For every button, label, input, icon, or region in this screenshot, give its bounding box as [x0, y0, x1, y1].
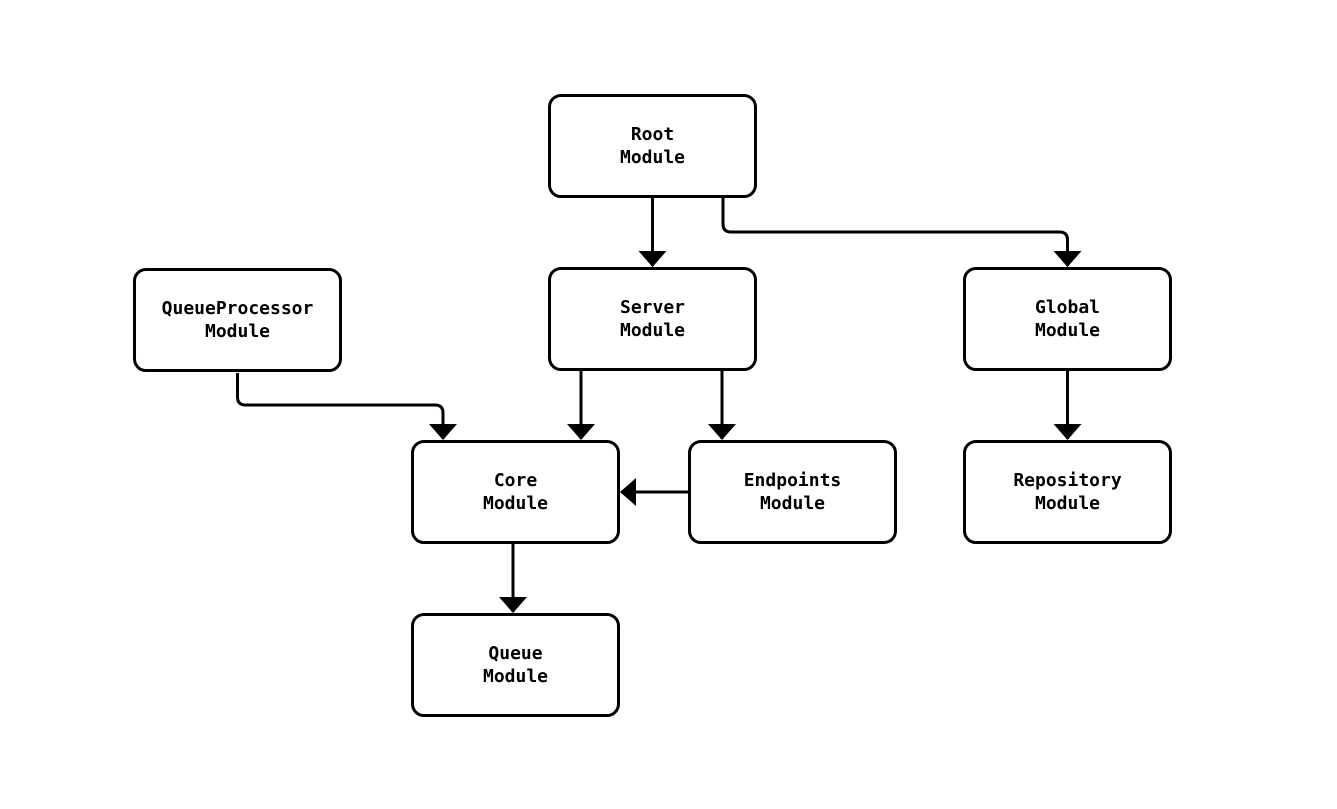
edge-queueprocessor-to-core	[236, 373, 457, 440]
node-queue-module-label: Queue Module	[482, 643, 549, 687]
node-root-module-label: Root Module	[619, 124, 686, 168]
node-repository-module-label: Repository Module	[1013, 470, 1122, 514]
node-server-module-label: Server Module	[619, 297, 686, 341]
node-server-module: Server Module	[548, 267, 757, 371]
node-queue-module: Queue Module	[411, 613, 620, 717]
node-endpoints-module: Endpoints Module	[688, 440, 897, 544]
edge-root-to-global	[721, 198, 1082, 267]
node-core-module: Core Module	[411, 440, 620, 544]
node-repository-module: Repository Module	[963, 440, 1172, 544]
node-global-module: Global Module	[963, 267, 1172, 371]
node-core-module-label: Core Module	[482, 470, 549, 514]
node-queueprocessor-module-label: QueueProcessor Module	[161, 298, 314, 342]
node-queueprocessor-module: QueueProcessor Module	[133, 268, 342, 372]
node-endpoints-module-label: Endpoints Module	[743, 470, 842, 514]
node-root-module: Root Module	[548, 94, 757, 198]
node-global-module-label: Global Module	[1034, 297, 1101, 341]
